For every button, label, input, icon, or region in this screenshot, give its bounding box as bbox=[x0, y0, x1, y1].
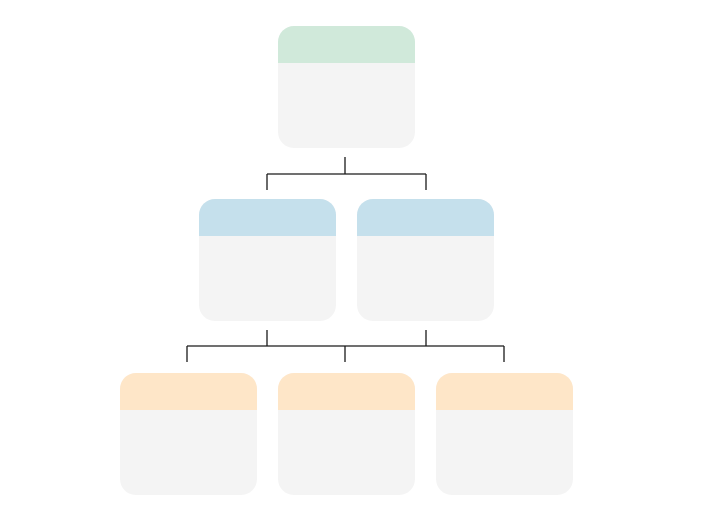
node-root-body bbox=[278, 63, 415, 148]
node-level2-right-header bbox=[436, 373, 573, 410]
node-level1-right-body bbox=[357, 236, 494, 321]
node-level1-right-header bbox=[357, 199, 494, 236]
node-level2-middle-header bbox=[278, 373, 415, 410]
node-level1-left-header bbox=[199, 199, 336, 236]
node-level1-left-body bbox=[199, 236, 336, 321]
node-level2-left-body bbox=[120, 410, 257, 495]
node-level2-left-header bbox=[120, 373, 257, 410]
node-level2-left bbox=[120, 373, 257, 495]
node-level2-right bbox=[436, 373, 573, 495]
node-level1-right bbox=[357, 199, 494, 321]
node-level2-middle bbox=[278, 373, 415, 495]
node-level1-left bbox=[199, 199, 336, 321]
node-level2-right-body bbox=[436, 410, 573, 495]
node-level2-middle-body bbox=[278, 410, 415, 495]
node-root-header bbox=[278, 26, 415, 63]
node-root bbox=[278, 26, 415, 148]
